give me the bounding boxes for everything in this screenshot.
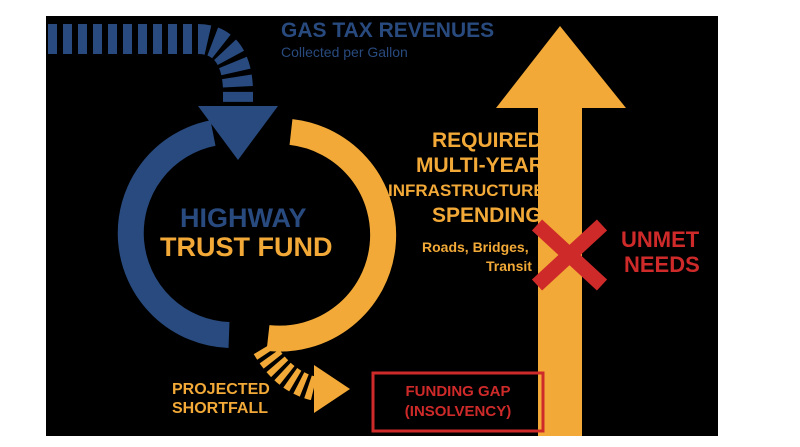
spending-line2: MULTI-YEAR (416, 154, 544, 177)
gap-line2: (INSOLVENCY) (404, 403, 512, 420)
spending-line1: REQUIRED (432, 129, 543, 152)
fund-cycle-blue-arc (117, 120, 230, 348)
spending-detail1: Roads, Bridges, (422, 239, 529, 255)
unmet-line2: NEEDS (624, 252, 700, 277)
fund-cycle-gold-arc (266, 119, 397, 352)
revenue-inflow-arrow (48, 24, 278, 160)
x-mark-icon (531, 219, 608, 291)
spending-detail2: Transit (486, 258, 532, 274)
source-title: GAS TAX REVENUES (281, 19, 495, 42)
spending-line3: INFRASTRUCTURE (388, 181, 545, 200)
source-subtitle: Collected per Gallon (281, 44, 408, 60)
shortfall-arrow (253, 341, 350, 413)
fund-title-line1: HIGHWAY (180, 203, 307, 233)
shortfall-line1: PROJECTED (172, 381, 270, 398)
spending-line4: SPENDING (432, 204, 542, 227)
funding-gap-box (371, 371, 545, 433)
shortfall-line2: SHORTFALL (172, 400, 268, 417)
gap-line1: FUNDING GAP (405, 383, 511, 400)
fund-title-line2: TRUST FUND (160, 232, 333, 262)
unmet-line1: UNMET (621, 227, 700, 252)
